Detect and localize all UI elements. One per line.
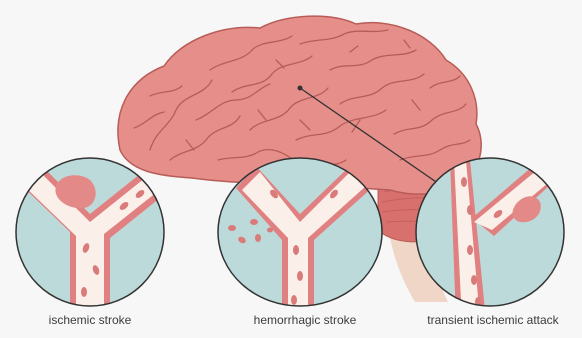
hemorrhagic-stroke-bubble (218, 158, 382, 320)
caption-ischemic-stroke: ischemic stroke (20, 314, 160, 327)
pointer-dot (298, 86, 303, 91)
caption-hemorrhagic-stroke: hemorrhagic stroke (220, 314, 390, 327)
caption-transient-ischemic-attack: transient ischemic attack (418, 314, 568, 327)
ischemic-stroke-bubble (16, 158, 170, 320)
